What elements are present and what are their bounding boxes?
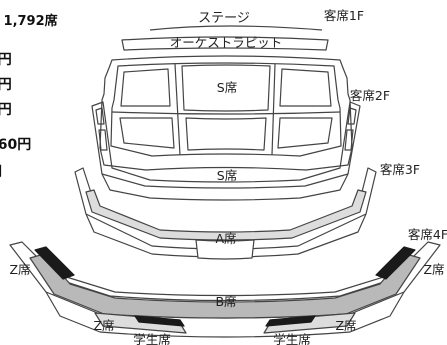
floor4-main-band [29, 253, 421, 319]
floor1-block-center-rear [185, 117, 267, 151]
floor2-outline [91, 101, 361, 189]
floor1-block-center-front [181, 64, 271, 112]
stage-edge [149, 25, 323, 31]
section-label-a-3f: A席 [215, 231, 236, 246]
section-label-s-1f: S席 [217, 80, 237, 95]
student-seats-right[interactable] [263, 312, 356, 334]
orchestra-pit [121, 36, 329, 51]
section-label-z-left: Z席 [9, 262, 30, 277]
legend-capacity: ス 1,792席 [0, 14, 58, 29]
floor1-block-left-rear [119, 117, 175, 149]
floor2-box-right-2 [344, 129, 354, 151]
legend-price-b: 0円 [0, 102, 12, 118]
floor2-box-right-1 [347, 107, 357, 125]
floor1-aisle-left [174, 63, 181, 156]
floor-label-2f: 客席2F [350, 88, 390, 103]
floor1-aisle-right [271, 63, 276, 156]
floor1-block-right-rear [277, 117, 333, 149]
floor1-aisle-cross [111, 111, 341, 115]
legend-price-z: 160円 [0, 137, 32, 153]
floor2-s-seats[interactable] [91, 101, 361, 201]
floor3-a-seats[interactable] [74, 167, 377, 260]
floor4-front-tier [59, 274, 391, 297]
floor1-block-right-front [279, 68, 332, 107]
section-label-student-right: 学生席 [273, 332, 311, 345]
section-label-z-right: Z席 [423, 262, 444, 277]
z-seats-bottom-right-dark[interactable] [265, 315, 316, 327]
section-label-s-2f: S席 [217, 168, 237, 183]
section-label-z-bottom-left: Z席 [93, 318, 114, 333]
section-label-b-4f: B席 [215, 294, 236, 309]
legend-price-s: 0円 [0, 52, 12, 68]
legend-price-student: 円 [0, 161, 2, 181]
stage-label: ステージ [198, 11, 250, 26]
legend-price-a: 0円 [0, 77, 12, 93]
z-seats-left-dark[interactable] [34, 246, 75, 280]
floor1-outline [99, 55, 353, 171]
floor2-box-left-1 [95, 107, 105, 125]
floor4-rear [45, 291, 405, 338]
floor-label-4f: 客席4F [408, 227, 447, 242]
floor1-s-seats[interactable] [99, 55, 353, 171]
section-label-z-bottom-right: Z席 [335, 318, 356, 333]
z-seats-right-dark[interactable] [375, 246, 416, 280]
price-legend: ス 1,792席 0円 0円 0円 160円 円 [0, 0, 90, 190]
floor4-b-seats[interactable] [9, 241, 441, 338]
floor2-rear-outline [101, 173, 349, 201]
floor2-box-left-2 [98, 129, 108, 151]
floor1-inner [110, 62, 342, 157]
floor3-center-block [195, 239, 255, 260]
z-seats-bottom-left-dark[interactable] [134, 315, 185, 327]
floor-label-1f: 客席1F [324, 8, 364, 23]
orchestra-pit-label: オーケストラピット [170, 35, 283, 50]
section-label-student-left: 学生席 [133, 332, 171, 345]
floor1-block-left-front [120, 68, 171, 107]
floor-label-3f: 客席3F [380, 162, 420, 177]
